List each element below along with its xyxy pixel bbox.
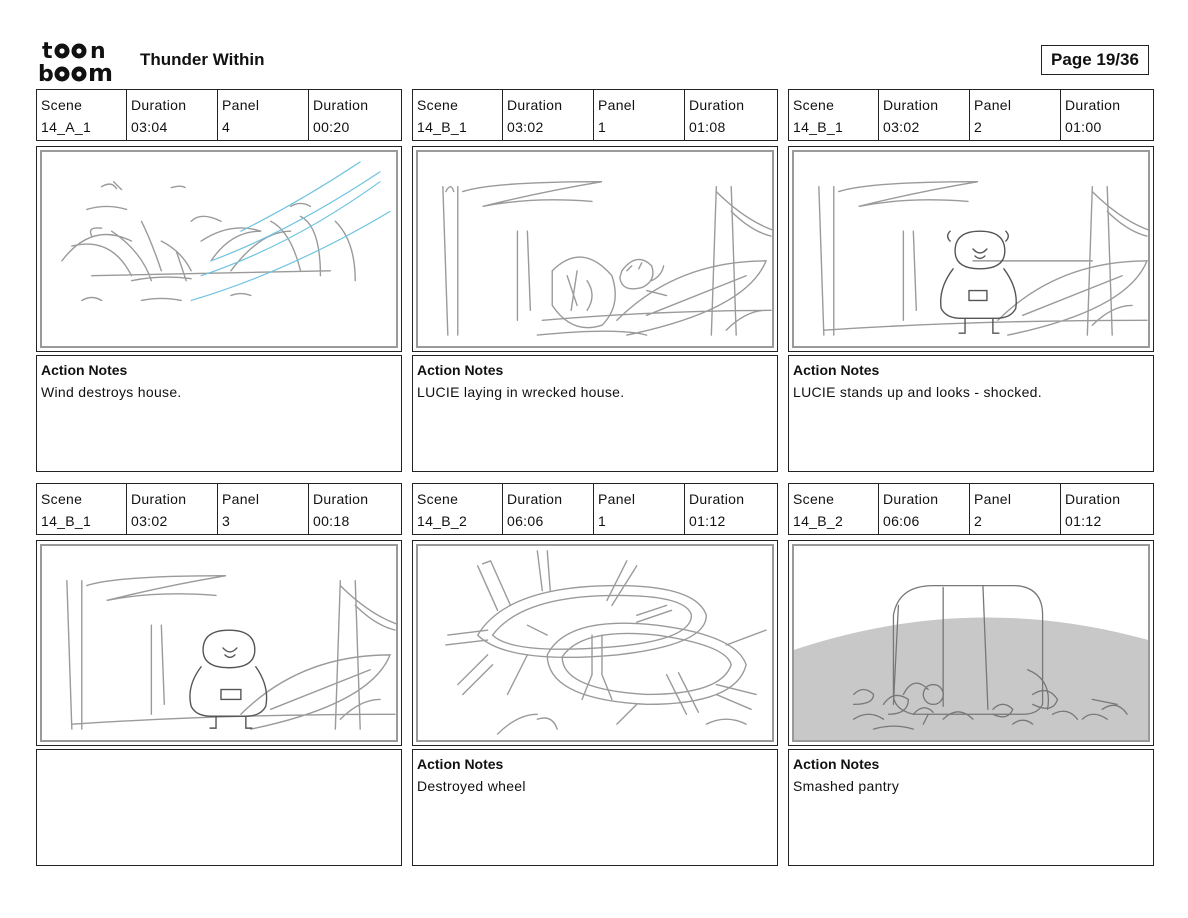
panel-header: Scene 14_A_1 Duration 03:04 Panel 4 Duratio… — [36, 89, 402, 141]
action-notes-text: Smashed pantry — [793, 778, 900, 794]
action-notes-label: Action Notes — [417, 362, 504, 378]
scene-label: Scene — [793, 97, 835, 113]
project-title: Thunder Within — [140, 50, 265, 69]
action-notes-label: Action Notes — [417, 756, 504, 772]
action-notes-text: Destroyed wheel — [417, 778, 526, 794]
panel-duration-label: Duration — [689, 97, 745, 113]
panel-image-frame[interactable] — [36, 540, 402, 746]
action-notes[interactable]: Action Notes Smashed pantry — [788, 749, 1154, 866]
panel-value: 3 — [222, 513, 231, 529]
action-notes[interactable] — [36, 749, 402, 866]
panel-duration-value: 00:18 — [313, 513, 350, 529]
action-notes[interactable]: Action Notes Destroyed wheel — [412, 749, 778, 866]
action-notes[interactable]: Action Notes LUCIE stands up and looks -… — [788, 355, 1154, 472]
panel-header: Scene 14_B_1 Duration 03:02 Panel 3 Duratio… — [36, 483, 402, 535]
panel-duration-value: 01:12 — [1065, 513, 1102, 529]
panel-duration-label: Duration — [689, 491, 745, 507]
scene-label: Scene — [41, 97, 83, 113]
panel-duration-label: Duration — [1065, 97, 1121, 113]
panel-duration-label: Duration — [1065, 491, 1121, 507]
panel-label: Panel — [222, 491, 260, 507]
panel-duration-value: 01:08 — [689, 119, 726, 135]
scene-value: 14_B_2 — [417, 513, 468, 529]
svg-text:m: m — [88, 59, 113, 84]
action-notes-text: LUCIE laying in wrecked house. — [417, 384, 625, 400]
panel-duration-value: 00:20 — [313, 119, 350, 135]
scene-duration-label: Duration — [507, 97, 563, 113]
scene-duration-value: 06:06 — [883, 513, 920, 529]
scene-duration-value: 03:02 — [131, 513, 168, 529]
scene-value: 14_B_1 — [41, 513, 92, 529]
panel-image-frame[interactable] — [412, 146, 778, 352]
scene-duration-value: 03:04 — [131, 119, 168, 135]
scene-label: Scene — [793, 491, 835, 507]
action-notes-label: Action Notes — [41, 362, 128, 378]
panel-image-frame[interactable] — [788, 146, 1154, 352]
panel-value: 1 — [598, 119, 607, 135]
scene-duration-value: 03:02 — [507, 119, 544, 135]
scene-duration-label: Duration — [883, 97, 939, 113]
scene-duration-label: Duration — [507, 491, 563, 507]
sketch-destroyed-wheel — [445, 550, 767, 735]
scene-duration-value: 06:06 — [507, 513, 544, 529]
panel-duration-value: 01:12 — [689, 513, 726, 529]
panel-value: 1 — [598, 513, 607, 529]
scene-duration-value: 03:02 — [883, 119, 920, 135]
sketch-lucie-closeup — [66, 575, 396, 730]
sketch-wind-destroys-house — [61, 161, 391, 302]
svg-text:b: b — [38, 62, 54, 84]
panel-image-frame[interactable] — [788, 540, 1154, 746]
toon-boom-logo: t n b m — [38, 39, 113, 84]
scene-value: 14_B_2 — [793, 513, 844, 529]
panel-image-frame[interactable] — [36, 146, 402, 352]
action-notes-text: LUCIE stands up and looks - shocked. — [793, 384, 1042, 400]
scene-value: 14_B_1 — [793, 119, 844, 135]
scene-value: 14_A_1 — [41, 119, 92, 135]
panel-label: Panel — [598, 97, 636, 113]
panel-image-frame[interactable] — [412, 540, 778, 746]
sketch-smashed-pantry — [794, 584, 1148, 740]
scene-label: Scene — [417, 491, 459, 507]
panel-label: Panel — [974, 491, 1012, 507]
panel-header: Scene 14_B_1 Duration 03:02 Panel 1 Duratio… — [412, 89, 778, 141]
scene-duration-label: Duration — [131, 491, 187, 507]
action-notes-label: Action Notes — [793, 362, 880, 378]
panel-header: Scene 14_B_2 Duration 06:06 Panel 2 Duratio… — [788, 483, 1154, 535]
panel-duration-value: 01:00 — [1065, 119, 1102, 135]
action-notes[interactable]: Action Notes Wind destroys house. — [36, 355, 402, 472]
panel-duration-label: Duration — [313, 97, 369, 113]
sketch-lucie-laying — [442, 181, 772, 336]
page-number: Page 19/36 — [1041, 45, 1149, 75]
scene-label: Scene — [41, 491, 83, 507]
panel-header: Scene 14_B_1 Duration 03:02 Panel 2 Duratio… — [788, 89, 1154, 141]
scene-duration-label: Duration — [131, 97, 187, 113]
panel-header: Scene 14_B_2 Duration 06:06 Panel 1 Duratio… — [412, 483, 778, 535]
svg-text:t: t — [42, 39, 53, 64]
panel-value: 2 — [974, 513, 983, 529]
scene-label: Scene — [417, 97, 459, 113]
sketch-lucie-stands — [818, 181, 1148, 336]
panel-label: Panel — [222, 97, 260, 113]
action-notes-label: Action Notes — [793, 756, 880, 772]
scene-duration-label: Duration — [883, 491, 939, 507]
action-notes[interactable]: Action Notes LUCIE laying in wrecked hou… — [412, 355, 778, 472]
svg-text:n: n — [90, 39, 106, 64]
panel-label: Panel — [598, 491, 636, 507]
panel-label: Panel — [974, 97, 1012, 113]
panel-value: 2 — [974, 119, 983, 135]
scene-value: 14_B_1 — [417, 119, 468, 135]
panel-value: 4 — [222, 119, 231, 135]
action-notes-text: Wind destroys house. — [41, 384, 182, 400]
panel-duration-label: Duration — [313, 491, 369, 507]
